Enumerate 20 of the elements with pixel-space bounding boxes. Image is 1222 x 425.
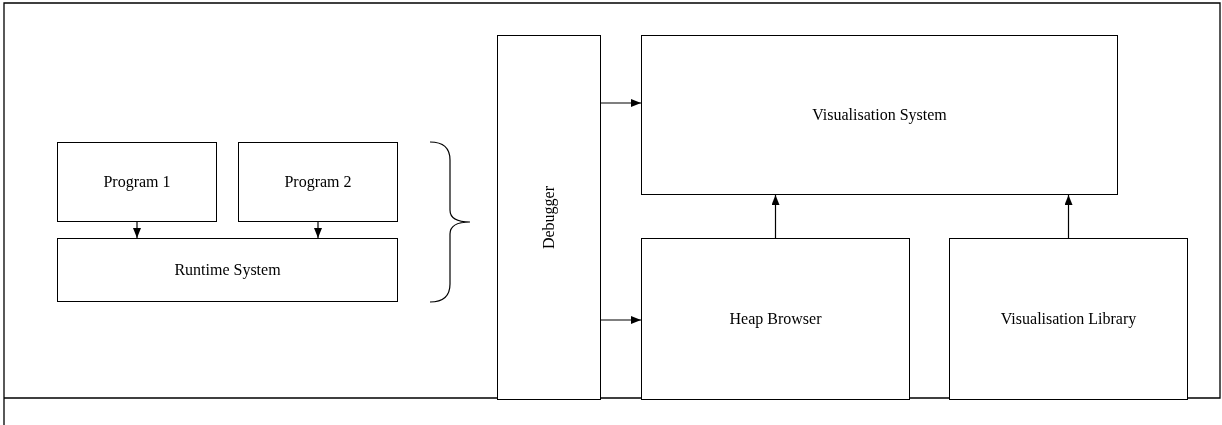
node-label: Visualisation System <box>812 106 947 124</box>
node-label: Debugger <box>540 185 558 250</box>
library-box <box>949 238 1188 400</box>
runtime-box <box>57 238 398 302</box>
arrow <box>600 99 642 107</box>
node-label: Program 2 <box>284 173 352 191</box>
node-label: Runtime System <box>174 261 281 279</box>
node-label: Program 1 <box>103 173 171 191</box>
arrow <box>600 316 642 324</box>
arrow <box>1064 194 1073 239</box>
debugger-box <box>497 35 601 400</box>
browser-box <box>641 238 910 400</box>
node-label: Visualisation Library <box>1000 310 1137 328</box>
arrow <box>771 194 780 239</box>
arrow <box>133 221 141 239</box>
program-box <box>57 142 217 222</box>
node-label: Heap Browser <box>729 310 822 328</box>
system-box <box>641 35 1118 195</box>
program-box <box>238 142 398 222</box>
arrow <box>314 221 322 239</box>
